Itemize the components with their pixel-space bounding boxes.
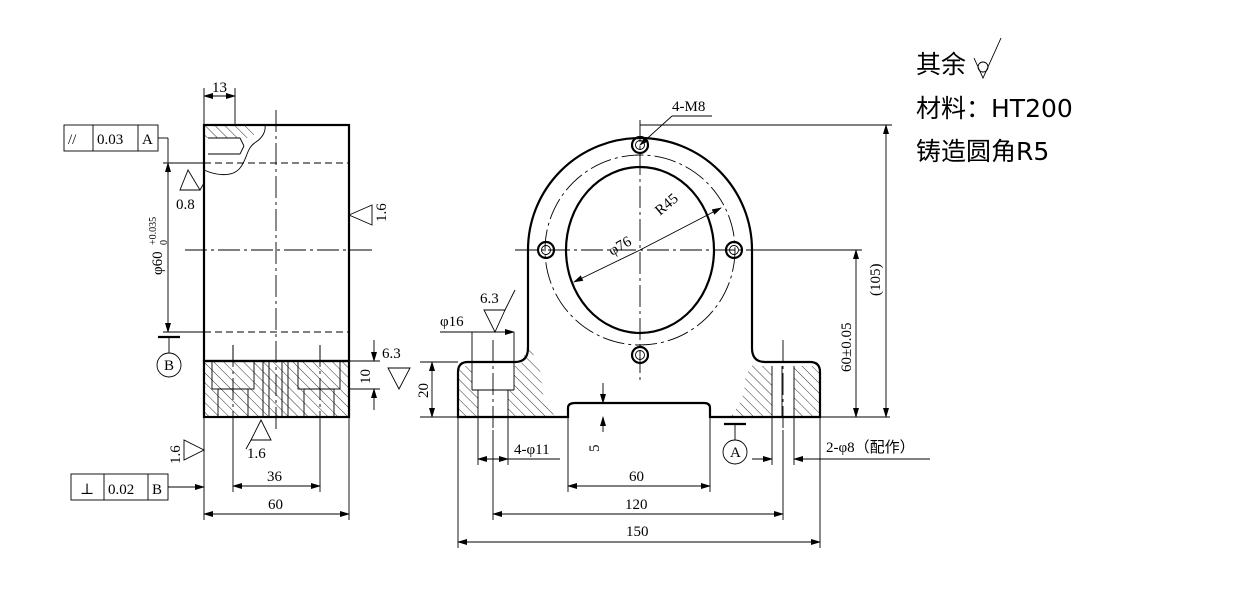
notes-block: 其余 材料：HT200 铸造圆角R5 (916, 37, 1073, 166)
front-dim-60tol: 60±0.05 (839, 323, 855, 372)
front-dim-2phi8: 2-φ8（配作） (826, 439, 915, 456)
side-rough-08: 0.8 (176, 197, 195, 213)
side-dim-tol-lower: 0 (159, 240, 170, 245)
front-dim-20: 20 (416, 383, 432, 398)
fcf-parallel: // 0.03 A (63, 124, 168, 152)
side-dim-tol-upper: +0.035 (148, 217, 159, 245)
fcf-parallel-symbol: // (68, 132, 77, 148)
side-dim-phi60: φ60 (150, 251, 166, 275)
side-view-counterbore-right (297, 360, 341, 418)
front-rough-63: 6.3 (480, 291, 499, 307)
fcf-perp-datum: B (152, 482, 162, 498)
fcf-parallel-value: 0.03 (97, 132, 123, 148)
side-dim-13: 13 (212, 80, 227, 96)
side-dim-36: 36 (267, 469, 283, 485)
side-view-thread-detail (203, 124, 266, 176)
roughness-1-6-left-icon (183, 439, 206, 461)
side-rough-63: 6.3 (382, 346, 401, 362)
side-dim-60: 60 (268, 497, 283, 513)
datum-b-label: B (164, 358, 174, 374)
fcf-perpendicular: ⊥ 0.02 B (70, 473, 205, 501)
front-view-outline (456, 136, 822, 419)
roughness-6-3-front-icon (483, 289, 516, 334)
front-dim-105: (105) (868, 264, 884, 297)
side-view-body (202, 123, 351, 363)
roughness-unmachined-icon (973, 37, 1002, 80)
front-dim-4phi11: 4-φ11 (514, 442, 550, 458)
front-label-phi76: φ76 (606, 234, 635, 260)
front-label-phi16: φ16 (440, 314, 464, 330)
front-dim-120: 120 (625, 497, 648, 513)
datum-b-symbol: B (156, 335, 182, 378)
front-label-r45: R45 (652, 191, 681, 219)
front-dim-150: 150 (626, 524, 649, 540)
front-view: 4-M8 R45 φ76 φ16 6.3 20 (416, 99, 930, 548)
roughness-0-8-icon (179, 168, 205, 191)
side-rough-16-left: 1.6 (168, 445, 184, 464)
datum-a-symbol: A (722, 422, 748, 465)
note-other-roughness: 其余 (916, 50, 966, 79)
note-fillet: 铸造圆角R5 (916, 137, 1049, 166)
fcf-parallel-datum: A (142, 132, 153, 148)
roughness-6-3-side-icon (387, 367, 411, 390)
roughness-1-6-right-icon (347, 204, 373, 226)
fcf-perp-value: 0.02 (108, 482, 134, 498)
side-view: 13 φ60 +0.035 0 0.8 1.6 10 (63, 80, 411, 520)
fcf-perp-symbol: ⊥ (80, 482, 94, 498)
side-dim-10: 10 (358, 369, 374, 384)
roughness-1-6-bottom-icon (245, 418, 272, 450)
side-rough-16-bottom: 1.6 (247, 446, 266, 462)
front-label-4m8: 4-M8 (672, 99, 705, 115)
note-material: 材料：HT200 (916, 94, 1073, 123)
front-dim-60: 60 (629, 469, 644, 485)
side-rough-16-right: 1.6 (374, 203, 390, 222)
front-dim-5: 5 (587, 445, 603, 453)
datum-a-label: A (730, 445, 741, 461)
